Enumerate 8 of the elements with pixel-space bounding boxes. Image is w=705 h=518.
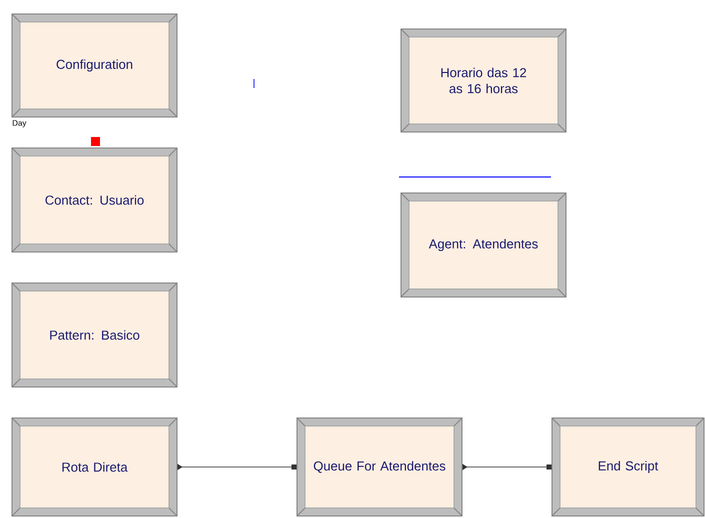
process-box: Rota Direta: [12, 418, 178, 516]
process-box: End Script: [552, 418, 704, 516]
process-box: Queue For Atendentes: [296, 418, 462, 516]
process-box: Pattern: Basico: [12, 282, 178, 388]
process-box: Horario das 12 as 16 horas: [400, 28, 566, 132]
process-box: Agent: Atendentes: [400, 192, 566, 298]
process-box: Contact: Usuario: [12, 148, 178, 252]
process-box: Configuration: [12, 14, 178, 118]
